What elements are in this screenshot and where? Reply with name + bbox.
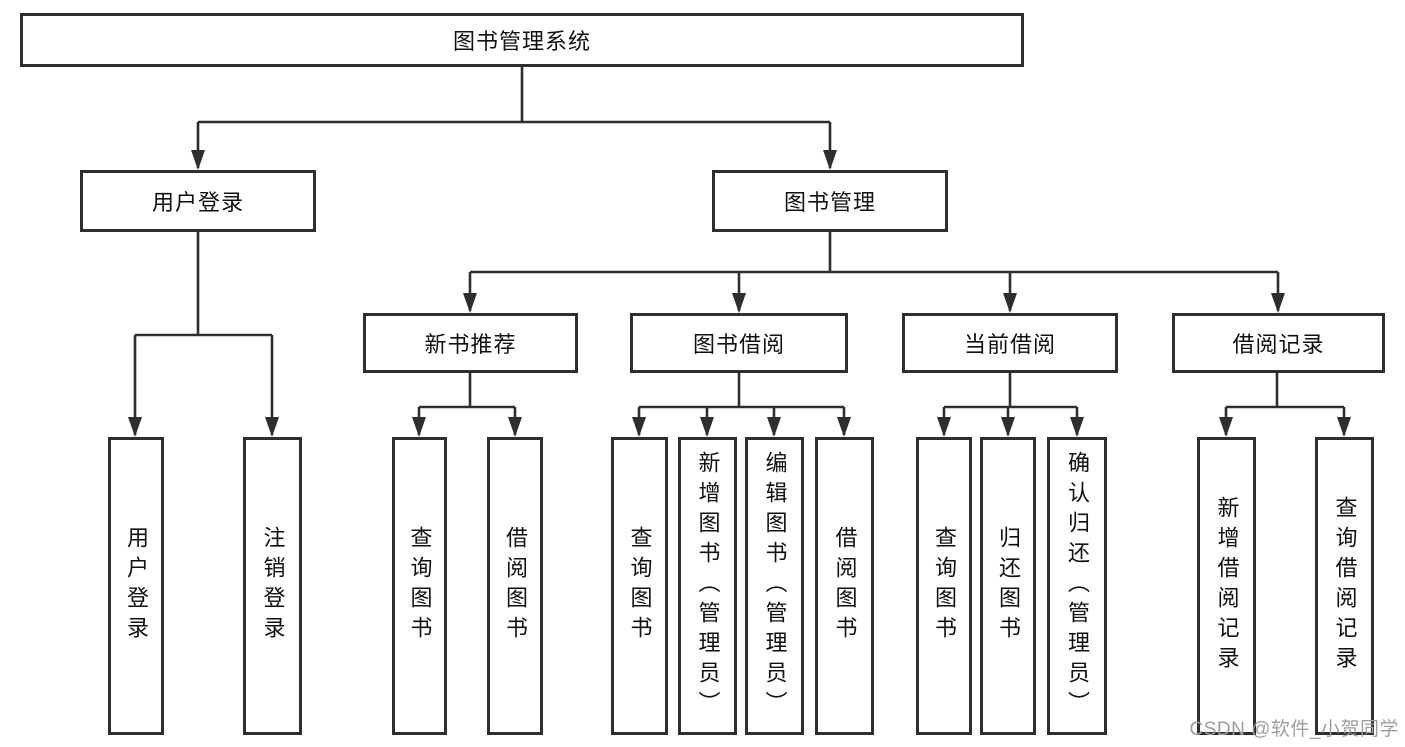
node-book-management-label: 图书管理 (783, 190, 876, 215)
node-current-borrow: 当前借阅 (902, 313, 1118, 373)
leaf-query-book-current-label: 查询图书 (932, 526, 957, 646)
node-root: 图书管理系统 (20, 13, 1024, 67)
leaf-return-book-label: 归还图书 (996, 526, 1021, 646)
leaf-edit-book-admin-label: 编辑图书（管理员） (762, 451, 788, 721)
leaf-logout-label: 注销登录 (260, 526, 286, 646)
connector-borrow-record-children (1219, 373, 1351, 437)
leaf-query-book-borrow: 查询图书 (611, 437, 668, 735)
leaf-query-borrow-record-label: 查询借阅记录 (1332, 496, 1358, 676)
leaf-borrow-book-recommend: 借阅图书 (487, 437, 543, 735)
leaf-add-book-admin-label: 新增图书（管理员） (695, 451, 721, 721)
leaf-confirm-return-admin: 确认归还（管理员） (1047, 437, 1107, 735)
node-user-login: 用户登录 (80, 170, 316, 232)
leaf-query-book-borrow-label: 查询图书 (627, 526, 653, 646)
leaf-query-book-recommend-label: 查询图书 (407, 526, 433, 646)
connector-current-borrow-children (937, 373, 1084, 437)
leaf-add-borrow-record-label: 新增借阅记录 (1214, 496, 1240, 676)
node-user-login-label: 用户登录 (151, 190, 244, 215)
leaf-query-borrow-record: 查询借阅记录 (1315, 437, 1374, 735)
leaf-query-book-recommend: 查询图书 (392, 437, 447, 735)
node-book-borrow: 图书借阅 (630, 313, 848, 373)
node-book-management: 图书管理 (712, 170, 948, 232)
leaf-add-borrow-record: 新增借阅记录 (1197, 437, 1256, 735)
leaf-user-login: 用户登录 (108, 437, 164, 735)
leaf-user-login-label: 用户登录 (124, 526, 149, 646)
connector-root-to-level2 (191, 67, 837, 170)
node-current-borrow-label: 当前借阅 (963, 332, 1056, 357)
leaf-confirm-return-admin-label: 确认归还（管理员） (1065, 451, 1090, 721)
csdn-watermark: CSDN @软件_小贺同学 (1189, 719, 1399, 740)
leaf-add-book-admin: 新增图书（管理员） (678, 437, 737, 735)
connector-book-management-children (463, 232, 1285, 313)
leaf-edit-book-admin: 编辑图书（管理员） (745, 437, 804, 735)
connector-new-book-recommend-children (412, 373, 522, 437)
leaf-borrow-book-label: 借阅图书 (832, 526, 858, 646)
node-book-borrow-label: 图书借阅 (692, 332, 785, 357)
leaf-query-book-current: 查询图书 (916, 437, 972, 735)
leaf-return-book: 归还图书 (980, 437, 1036, 735)
leaf-logout: 注销登录 (243, 437, 302, 735)
node-borrow-record-label: 借阅记录 (1232, 332, 1325, 357)
connector-book-borrow-children (632, 373, 851, 437)
leaf-borrow-book-recommend-label: 借阅图书 (503, 526, 528, 646)
leaf-borrow-book: 借阅图书 (815, 437, 874, 735)
connector-user-login-children (128, 232, 279, 437)
node-new-book-recommend: 新书推荐 (363, 313, 578, 373)
node-new-book-recommend-label: 新书推荐 (424, 332, 517, 357)
node-root-label: 图书管理系统 (452, 29, 591, 54)
node-borrow-record: 借阅记录 (1172, 313, 1385, 373)
